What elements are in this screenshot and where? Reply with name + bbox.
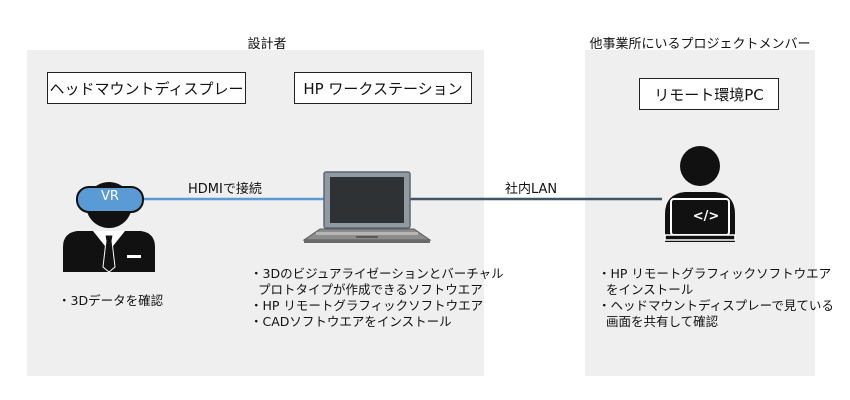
workstation-note: ・CADソフトウエアをインストール	[250, 314, 452, 329]
workstation-notes: ・3Dのビジュアライゼーションとバーチャル プロトタイプが作成できるソフトウエア…	[250, 266, 504, 330]
workstation-note: プロトタイプが作成できるソフトウエア	[258, 282, 483, 297]
vr-user-icon	[63, 182, 155, 273]
remote-note: ・ヘッドマウントディスプレーで見ている	[598, 298, 834, 313]
lan-label: 社内LAN	[505, 182, 558, 197]
remote-note: ・HP リモートグラフィックソフトウエア	[598, 266, 832, 281]
workstation-note: ・3Dのビジュアライゼーションとバーチャル	[250, 266, 504, 281]
user-note: ・3Dデータを確認	[58, 293, 164, 308]
workstation-note: ・HP リモートグラフィックソフトウエア	[250, 298, 484, 313]
remote-developer-icon	[664, 146, 736, 242]
remote-note: 画面を共有して確認	[606, 314, 719, 329]
vr-badge: VR	[101, 189, 119, 204]
code-glyph: </>	[692, 209, 720, 224]
designer-title: 設計者	[247, 37, 287, 52]
laptop-icon	[302, 171, 432, 243]
workstation-label-box: HP ワークステーション	[294, 72, 472, 104]
hmd-label-box: ヘッドマウントディスプレー	[47, 72, 246, 104]
hdmi-label: HDMIで接続	[188, 182, 262, 197]
remote-note: をインストール	[606, 282, 694, 297]
remote-notes: ・HP リモートグラフィックソフトウエア をインストール ・ヘッドマウントディス…	[598, 266, 834, 330]
remote-pc-label-box: リモート環境PC	[639, 78, 779, 110]
user-notes: ・3Dデータを確認	[58, 293, 163, 309]
remote-title: 他事業所にいるプロジェクトメンバー	[589, 37, 811, 52]
